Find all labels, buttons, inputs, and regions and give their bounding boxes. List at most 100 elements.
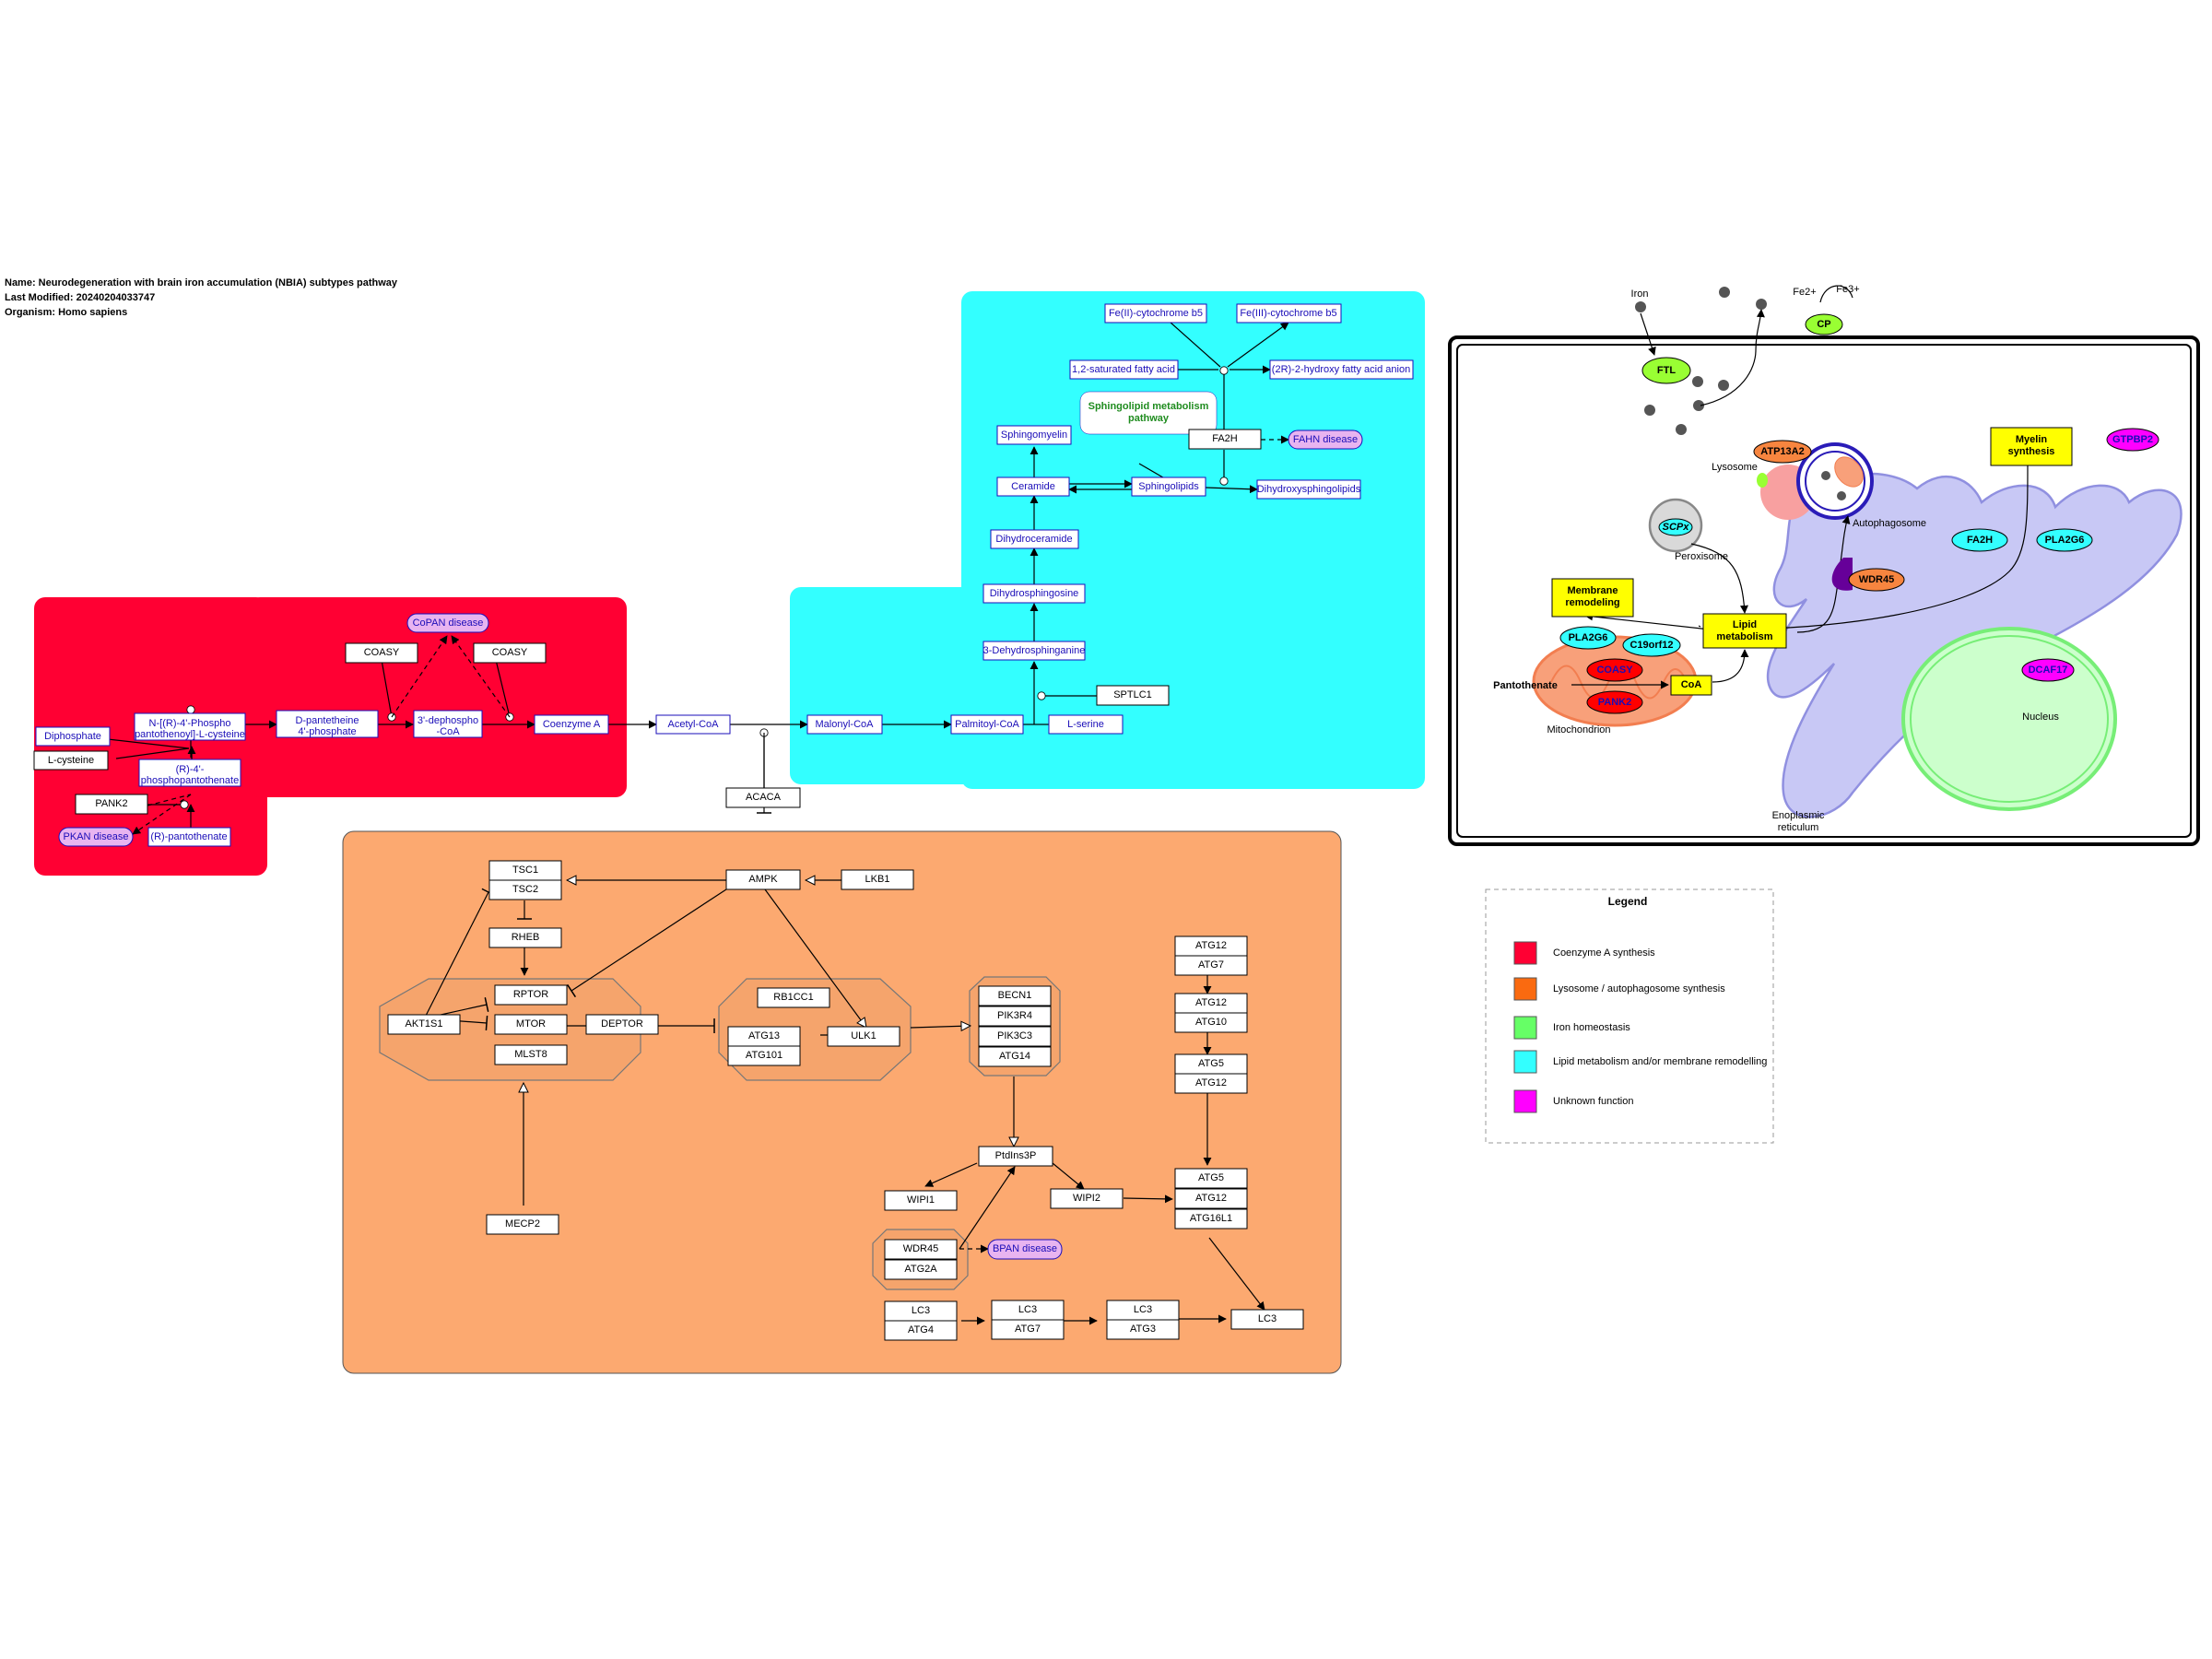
node-atg13[interactable]: ATG13 — [727, 1026, 801, 1047]
node-dihydrosphingosine[interactable]: Dihydrosphingosine — [982, 583, 1086, 604]
node-ampk[interactable]: AMPK — [725, 869, 801, 890]
node-rptor[interactable]: RPTOR — [494, 984, 568, 1006]
node-pank2[interactable]: PANK2 — [75, 794, 148, 815]
svg-text:Malonyl-CoA: Malonyl-CoA — [816, 719, 875, 730]
node-sptlc1[interactable]: SPTLC1 — [1096, 685, 1170, 706]
node-pank2-cell[interactable]: PANK2 — [1586, 690, 1643, 714]
node-wipi1[interactable]: WIPI1 — [884, 1190, 958, 1211]
node-atg16l1[interactable]: ATG16L1 — [1174, 1208, 1248, 1230]
node-atg4[interactable]: ATG4 — [884, 1320, 958, 1341]
node-rheb[interactable]: RHEB — [488, 927, 562, 948]
node-fahn-disease[interactable]: FAHN disease — [1288, 429, 1363, 450]
node-acaca[interactable]: ACACA — [725, 787, 801, 808]
node-copan-disease[interactable]: CoPAN disease — [406, 613, 489, 633]
node-coasy-1[interactable]: COASY — [345, 642, 418, 664]
node-tsc2[interactable]: TSC2 — [488, 879, 562, 900]
node-sphingolipids[interactable]: Sphingolipids — [1131, 477, 1206, 497]
node-atg101[interactable]: ATG101 — [727, 1045, 801, 1066]
node-atg12-2[interactable]: ATG12 — [1174, 993, 1248, 1014]
node-fa2h[interactable]: FA2H — [1188, 429, 1262, 450]
node-dihydroceramide[interactable]: Dihydroceramide — [990, 529, 1079, 549]
node-atg3[interactable]: ATG3 — [1106, 1319, 1180, 1340]
node-pla2g6-mito[interactable]: PLA2G6 — [1559, 626, 1617, 650]
node-ftl[interactable]: FTL — [1641, 357, 1691, 384]
node-coenzyme-a[interactable]: Coenzyme A — [534, 714, 609, 735]
node-wdr45-cell[interactable]: WDR45 — [1848, 568, 1905, 592]
node-atg5-2[interactable]: ATG5 — [1174, 1168, 1248, 1189]
legend-title: Legend — [1608, 895, 1648, 908]
node-wipi2[interactable]: WIPI2 — [1050, 1188, 1124, 1209]
node-fe3-cytochrome[interactable]: Fe(III)-cytochrome b5 — [1236, 303, 1342, 324]
node-lkb1[interactable]: LKB1 — [841, 869, 914, 890]
node-coasy-cell[interactable]: COASY — [1586, 658, 1643, 682]
node-dcaf17[interactable]: DCAF17 — [2021, 658, 2075, 682]
node-becn1[interactable]: BECN1 — [978, 985, 1052, 1006]
node-dephospho-coa[interactable]: 3'-dephospho-CoA — [413, 710, 483, 738]
node-atg10[interactable]: ATG10 — [1174, 1012, 1248, 1033]
node-palmitoyl-coa[interactable]: Palmitoyl-CoA — [950, 714, 1024, 735]
node-atg12-3[interactable]: ATG12 — [1174, 1073, 1248, 1094]
node-lc3-4[interactable]: LC3 — [1230, 1309, 1304, 1330]
node-fe2-cytochrome[interactable]: Fe(II)-cytochrome b5 — [1104, 303, 1207, 324]
node-acetyl-coa[interactable]: Acetyl-CoA — [655, 714, 731, 735]
node-lc3-1[interactable]: LC3 — [884, 1300, 958, 1322]
node-atg5-1[interactable]: ATG5 — [1174, 1053, 1248, 1075]
svg-text:Dihydrosphingosine: Dihydrosphingosine — [990, 588, 1079, 599]
svg-text:FA2H: FA2H — [1967, 535, 1993, 546]
node-sphingomyelin[interactable]: Sphingomyelin — [996, 425, 1072, 445]
node-bpan-disease[interactable]: BPAN disease — [987, 1239, 1063, 1260]
node-r4-phospho[interactable]: (R)-4'-phosphopantothenate — [138, 759, 241, 787]
node-deptor[interactable]: DEPTOR — [585, 1014, 659, 1035]
node-scpx[interactable]: SCPx — [1658, 518, 1693, 536]
node-coasy-2[interactable]: COASY — [473, 642, 547, 664]
node-mlst8[interactable]: MLST8 — [494, 1044, 568, 1065]
node-fa2h-cell[interactable]: FA2H — [1951, 528, 2008, 552]
svg-text:Palmitoyl-CoA: Palmitoyl-CoA — [955, 719, 1019, 730]
node-atg12-1[interactable]: ATG12 — [1174, 935, 1248, 957]
node-malonyl-coa[interactable]: Malonyl-CoA — [806, 714, 883, 735]
node-coa-cell[interactable]: CoA — [1670, 675, 1712, 696]
node-ceramide[interactable]: Ceramide — [996, 477, 1070, 497]
node-tsc1[interactable]: TSC1 — [488, 860, 562, 881]
label-fe3: Fe3+ — [1836, 284, 1859, 295]
node-atg7-2[interactable]: ATG7 — [991, 1319, 1065, 1340]
node-hydroxy-fatty-acid[interactable]: (2R)-2-hydroxy fatty acid anion — [1269, 359, 1414, 380]
node-l-cysteine[interactable]: L-cysteine — [33, 750, 109, 771]
svg-text:MTOR: MTOR — [516, 1018, 546, 1030]
node-3-dehydrosphinganine[interactable]: 3-Dehydrosphinganine — [982, 641, 1086, 661]
node-c19orf12[interactable]: C19orf12 — [1622, 633, 1681, 657]
node-saturated-fatty-acid[interactable]: 1,2-saturated fatty acid — [1069, 359, 1179, 380]
node-dihydroxysphingolipids[interactable]: Dihydroxysphingolipids — [1256, 479, 1361, 500]
node-diphosphate[interactable]: Diphosphate — [35, 726, 111, 747]
node-cp[interactable]: CP — [1805, 313, 1843, 335]
node-ulk1[interactable]: ULK1 — [827, 1026, 900, 1047]
node-ptdins3p[interactable]: PtdIns3P — [978, 1146, 1053, 1167]
node-pik3c3[interactable]: PIK3C3 — [978, 1026, 1052, 1047]
node-pik3r4[interactable]: PIK3R4 — [978, 1006, 1052, 1027]
node-lc3-3[interactable]: LC3 — [1106, 1300, 1180, 1321]
node-atp13a2[interactable]: ATP13A2 — [1753, 440, 1812, 464]
node-mecp2[interactable]: MECP2 — [486, 1214, 559, 1235]
node-atg14[interactable]: ATG14 — [978, 1046, 1052, 1067]
node-l-serine[interactable]: L-serine — [1048, 714, 1124, 735]
node-akt1s1[interactable]: AKT1S1 — [387, 1014, 461, 1035]
node-mtor[interactable]: MTOR — [494, 1014, 568, 1035]
node-pla2g6-er[interactable]: PLA2G6 — [2036, 528, 2093, 552]
node-gtpbp2[interactable]: GTPBP2 — [2106, 428, 2159, 452]
node-pkan-disease[interactable]: PKAN disease — [58, 827, 134, 847]
node-rb1cc1[interactable]: RB1CC1 — [757, 987, 830, 1008]
node-atg7-1[interactable]: ATG7 — [1174, 955, 1248, 976]
node-atg12-4[interactable]: ATG12 — [1174, 1188, 1248, 1209]
node-lc3-2[interactable]: LC3 — [991, 1300, 1065, 1321]
node-r-pantothenate[interactable]: (R)-pantothenate — [147, 827, 231, 847]
node-wdr45[interactable]: WDR45 — [884, 1239, 958, 1260]
node-atg2a[interactable]: ATG2A — [884, 1259, 958, 1280]
svg-text:LC3: LC3 — [1258, 1313, 1277, 1324]
svg-text:ACACA: ACACA — [746, 792, 782, 803]
